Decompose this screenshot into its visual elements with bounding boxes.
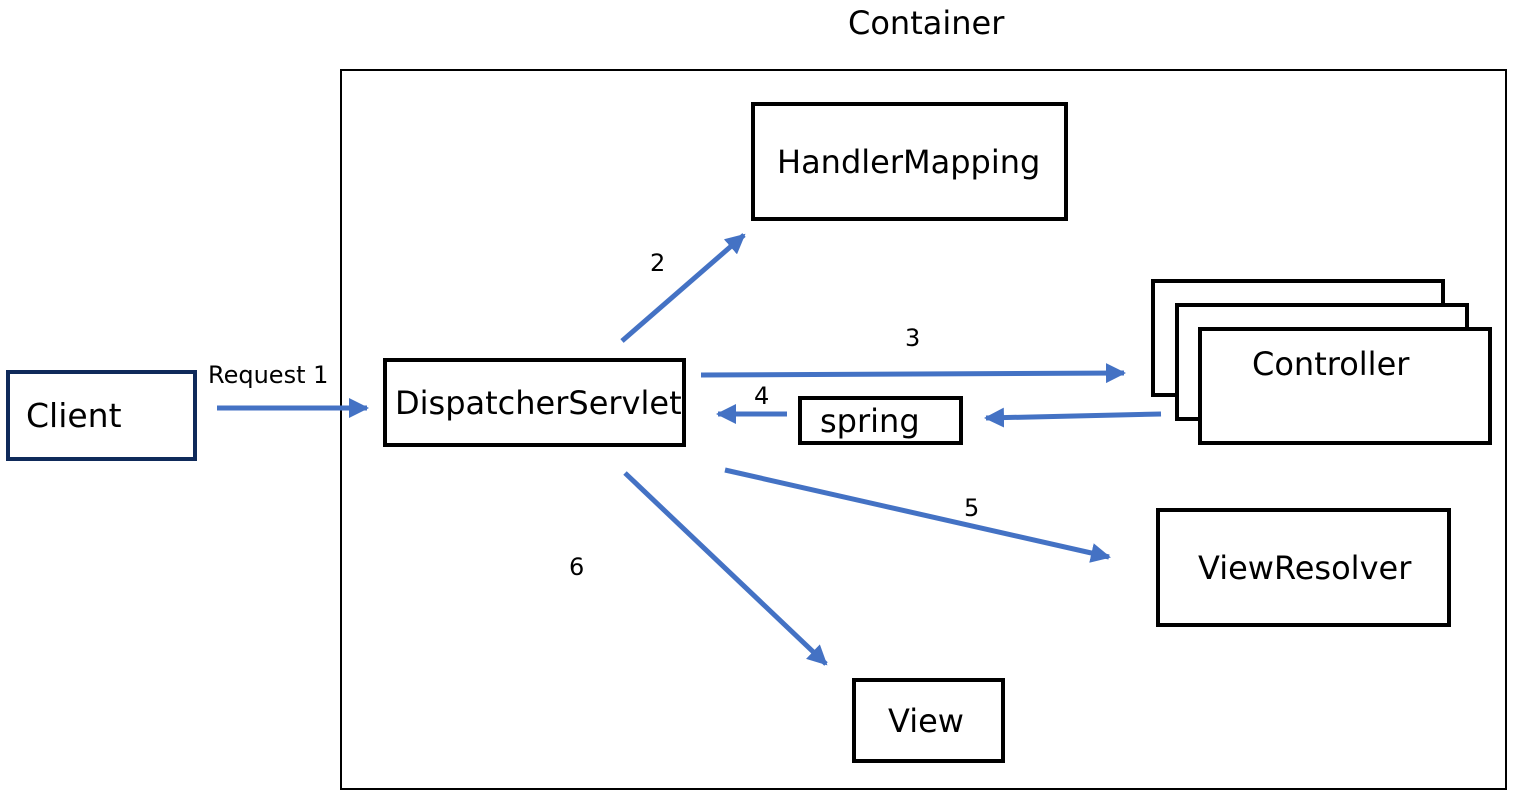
arrow-step-3 bbox=[700, 363, 1126, 384]
view-resolver-label: ViewResolver bbox=[1198, 548, 1412, 587]
client-label: Client bbox=[26, 396, 122, 435]
handler-mapping-box: HandlerMapping bbox=[751, 102, 1068, 221]
container-frame bbox=[340, 69, 1507, 790]
flow-label-3: 3 bbox=[905, 324, 921, 352]
flow-label-request-1: Request 1 bbox=[208, 361, 329, 389]
arrow-step-5 bbox=[724, 467, 1111, 563]
container-title: Container bbox=[848, 4, 1005, 42]
flow-label-5: 5 bbox=[964, 494, 980, 522]
flow-label-4: 4 bbox=[754, 382, 770, 410]
flow-label-2: 2 bbox=[650, 249, 666, 277]
controller-box: Controller bbox=[1198, 327, 1492, 445]
arrow-step-2 bbox=[620, 233, 746, 343]
handler-mapping-label: HandlerMapping bbox=[777, 142, 1041, 181]
client-box: Client bbox=[6, 370, 197, 461]
dispatcher-servlet-label: DispatcherServlet bbox=[395, 383, 682, 422]
spring-box: spring bbox=[798, 396, 963, 445]
flow-label-6: 6 bbox=[569, 553, 585, 581]
controller-label: Controller bbox=[1252, 345, 1410, 383]
arrow-controller-to-spring bbox=[984, 407, 1162, 428]
dispatcher-servlet-box: DispatcherServlet bbox=[383, 358, 686, 447]
arrow-step-6 bbox=[623, 471, 828, 666]
spring-label: spring bbox=[820, 401, 920, 440]
view-box: View bbox=[852, 678, 1005, 763]
view-resolver-box: ViewResolver bbox=[1156, 508, 1451, 627]
view-label: View bbox=[888, 701, 964, 740]
